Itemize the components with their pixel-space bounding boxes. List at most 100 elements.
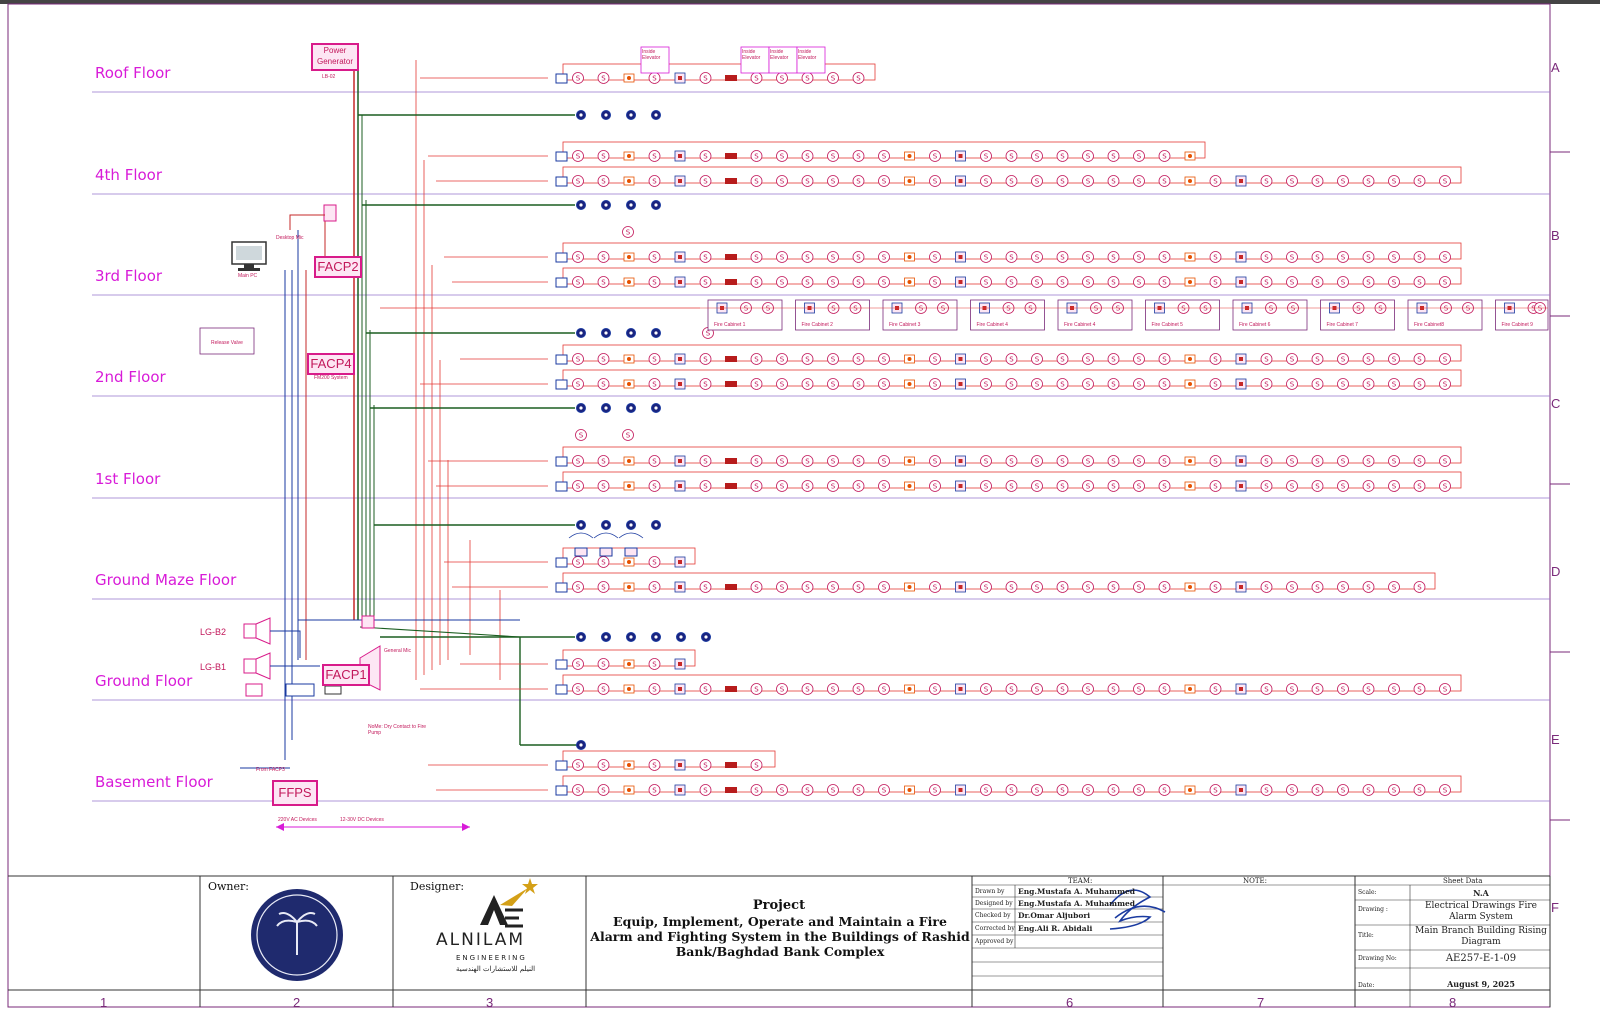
svg-text:S: S xyxy=(856,584,861,592)
isolator-module-icon xyxy=(555,277,568,288)
smoke-detector-icon xyxy=(929,353,941,365)
svg-text:S: S xyxy=(882,381,887,389)
team-role: Corrected by xyxy=(975,925,1015,932)
smoke-detector-icon xyxy=(1082,683,1094,695)
col-number: 6 xyxy=(1066,995,1074,1010)
smoke-detector-icon xyxy=(1158,353,1171,365)
smoke-detector-icon xyxy=(1260,784,1273,796)
owner-label: Owner: xyxy=(208,880,249,893)
svg-text:S: S xyxy=(1366,458,1371,466)
smoke-detector-icon xyxy=(929,378,941,390)
svg-text:S: S xyxy=(984,458,989,466)
svg-text:S: S xyxy=(984,153,989,161)
svg-text:S: S xyxy=(1443,356,1448,364)
power-generator-panel: Power Generator xyxy=(311,43,359,71)
svg-text:S: S xyxy=(984,686,989,694)
svg-text:S: S xyxy=(1443,686,1448,694)
smoke-detector-icon xyxy=(1031,455,1043,467)
smoke-detector-icon xyxy=(1031,251,1043,263)
smoke-detector-icon xyxy=(801,353,814,365)
smoke-detector-icon xyxy=(1413,480,1426,492)
sheet-key: Date: xyxy=(1358,982,1375,989)
smoke-detector-icon xyxy=(1133,683,1145,695)
smoke-detector-icon xyxy=(1337,378,1349,390)
svg-text:S: S xyxy=(754,762,759,770)
smoke-detector-icon xyxy=(1107,480,1120,492)
svg-text:S: S xyxy=(576,153,581,161)
strobe-icon xyxy=(725,279,737,285)
smoke-detector-icon xyxy=(1082,150,1094,162)
smoke-detector-icon xyxy=(1031,353,1043,365)
svg-text:S: S xyxy=(601,356,606,364)
svg-text:S: S xyxy=(703,762,708,770)
smoke-detector-icon xyxy=(776,251,788,263)
smoke-detector-icon xyxy=(776,683,788,695)
svg-text:S: S xyxy=(754,381,759,389)
svg-text:S: S xyxy=(601,75,606,83)
release-valve-label: Release Valve xyxy=(211,340,243,346)
smoke-detector-icon xyxy=(1362,251,1375,263)
svg-text:S: S xyxy=(601,686,606,694)
smoke-detector-icon xyxy=(1337,480,1349,492)
smoke-detector-icon xyxy=(1056,581,1069,593)
dry-contact-note: NoMe: Dry Contact to Fire Pump xyxy=(368,724,427,736)
svg-text:S: S xyxy=(754,254,759,262)
smoke-detector-icon xyxy=(1209,276,1222,288)
smoke-detector-icon xyxy=(1439,683,1451,695)
svg-text:S: S xyxy=(754,178,759,186)
svg-text:S: S xyxy=(1315,584,1320,592)
svg-text:S: S xyxy=(1290,254,1295,262)
team-role: Drawn by xyxy=(975,888,1005,895)
svg-text:S: S xyxy=(1035,153,1040,161)
svg-text:S: S xyxy=(601,153,606,161)
svg-text:S: S xyxy=(831,483,836,491)
sheet-key: Scale: xyxy=(1358,889,1377,896)
smoke-detector-icon xyxy=(1107,150,1120,162)
svg-text:S: S xyxy=(703,75,708,83)
svg-text:S: S xyxy=(703,153,708,161)
svg-text:S: S xyxy=(882,458,887,466)
svg-text:S: S xyxy=(984,254,989,262)
svg-text:S: S xyxy=(1035,787,1040,795)
smoke-detector-icon xyxy=(750,378,763,390)
isolator-module-icon xyxy=(555,659,568,670)
smoke-detector-icon xyxy=(1209,378,1222,390)
svg-text:S: S xyxy=(1111,584,1116,592)
smoke-detector-icon xyxy=(1209,784,1222,796)
smoke-detector-icon xyxy=(597,658,610,670)
svg-text:S: S xyxy=(1086,458,1091,466)
smoke-detector-icon xyxy=(1158,276,1171,288)
smoke-detector-icon xyxy=(597,276,610,288)
sheet-value: August 9, 2025 xyxy=(1447,979,1515,989)
svg-text:S: S xyxy=(933,381,938,389)
ac-devices-label: 220V AC Devices xyxy=(278,817,317,823)
svg-text:S: S xyxy=(1290,381,1295,389)
smoke-detector-icon xyxy=(1311,581,1324,593)
smoke-detector-icon xyxy=(827,581,839,593)
smoke-detector-icon xyxy=(572,175,584,187)
smoke-detector-icon xyxy=(1413,784,1426,796)
svg-text:S: S xyxy=(601,381,606,389)
svg-text:S: S xyxy=(1264,483,1269,491)
beacon-icon xyxy=(624,547,638,557)
smoke-detector-icon xyxy=(699,759,712,771)
svg-text:S: S xyxy=(1060,584,1065,592)
svg-text:S: S xyxy=(744,305,749,313)
smoke-detector-icon xyxy=(1311,378,1324,390)
svg-text:S: S xyxy=(601,762,606,770)
smoke-detector-icon xyxy=(750,353,763,365)
smoke-detector-icon xyxy=(1031,276,1043,288)
smoke-detector-icon xyxy=(1056,455,1069,467)
svg-text:S: S xyxy=(1341,356,1346,364)
smoke-detector-icon xyxy=(801,276,814,288)
svg-text:S: S xyxy=(1213,279,1218,287)
smoke-detector-icon xyxy=(1439,480,1451,492)
svg-text:S: S xyxy=(1162,279,1167,287)
smoke-detector-icon xyxy=(878,276,890,288)
smoke-detector-icon xyxy=(878,150,890,162)
svg-text:S: S xyxy=(805,356,810,364)
smoke-detector-icon xyxy=(750,683,763,695)
